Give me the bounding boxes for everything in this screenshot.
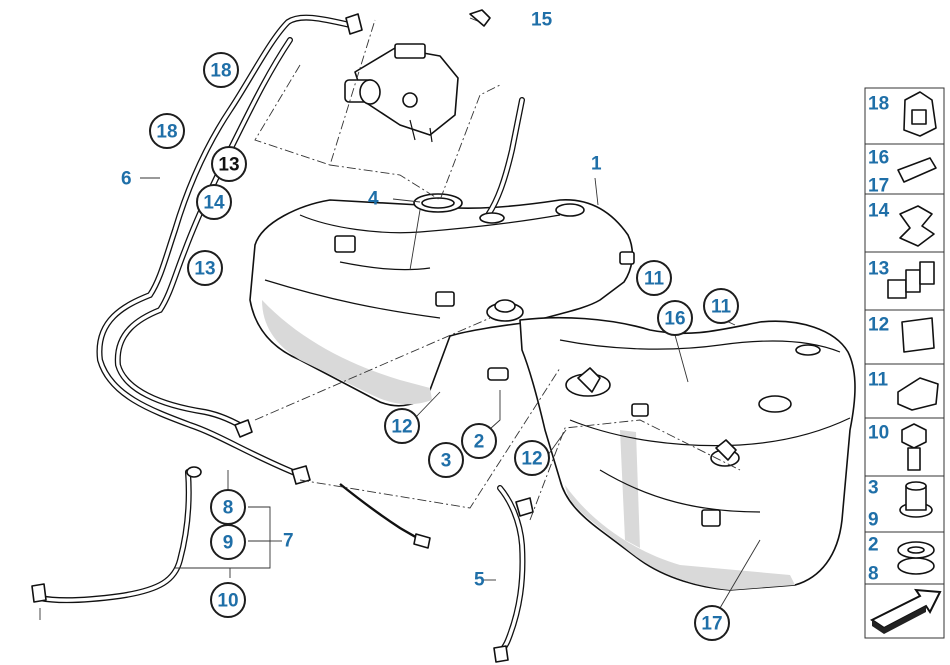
svg-text:10: 10 [868,423,889,444]
svg-text:14: 14 [868,201,890,222]
multi-clip-icon [887,261,935,299]
svg-text:17: 17 [701,614,722,635]
fuel-pump-unit [344,43,459,143]
callout-14: 14 [196,184,232,220]
svg-text:16: 16 [664,309,685,330]
legend-cell-11: 11 [864,363,945,419]
fuel-tank [249,97,856,591]
direction-arrow-icon [870,588,942,634]
bushing-icon [899,481,933,518]
svg-text:2: 2 [868,535,879,556]
hex-bolt-icon [901,423,927,471]
legend-cell-13: 13 [864,251,945,311]
svg-text:12: 12 [521,449,542,470]
svg-text:12: 12 [868,315,889,336]
callout-4: 4 [368,189,379,210]
svg-text:2: 2 [474,432,485,453]
callout-1: 1 [591,154,602,175]
svg-text:11: 11 [644,269,665,290]
callout-12a: 12 [384,408,420,444]
grommet-icon [897,541,935,575]
legend-cell-arrow [864,583,945,639]
svg-text:12: 12 [391,417,412,438]
callout-3: 3 [428,442,464,478]
legend-cell-10: 10 [864,417,945,477]
svg-text:11: 11 [868,370,889,391]
legend-cell-14: 14 [864,193,945,253]
svg-text:3: 3 [441,451,452,472]
svg-text:13: 13 [218,155,239,176]
svg-text:10: 10 [217,591,238,612]
callout-11a: 11 [636,260,672,296]
callout-16: 16 [657,300,693,336]
spring-clip-icon [899,205,935,247]
callout-2: 2 [461,423,497,459]
svg-text:11: 11 [711,297,732,318]
callout-5: 5 [474,570,485,591]
callout-13b: 13 [187,250,223,286]
callout-13a: 13 [211,146,247,182]
legend-panel: 18 16 17 14 13 [864,87,945,639]
legend-cell-16-17: 16 17 [864,143,945,197]
svg-text:9: 9 [868,510,879,531]
callout-15: 15 [531,10,553,31]
svg-text:18: 18 [210,61,231,82]
part-4-ring [413,193,463,213]
spacer-block-icon [897,377,939,411]
callout-10: 10 [210,582,246,618]
svg-text:18: 18 [868,94,889,115]
callouts: 18 18 13 14 13 11 11 16 [121,9,739,641]
callout-11b: 11 [703,288,739,324]
clip-icon-top [469,9,491,27]
legend-cell-12: 12 [864,309,945,365]
callout-8: 8 [210,489,246,525]
svg-text:8: 8 [868,564,879,585]
legend-cell-2-8: 2 8 [864,531,945,585]
legend-cell-18: 18 [864,87,945,145]
svg-text:18: 18 [156,122,177,143]
callout-18a: 18 [203,52,239,88]
callout-9: 9 [210,524,246,560]
callout-6: 6 [121,169,132,190]
svg-text:13: 13 [868,259,889,280]
callout-18b: 18 [149,113,185,149]
callout-12b: 12 [514,440,550,476]
svg-text:14: 14 [203,193,225,214]
fuel-lines [31,13,534,663]
svg-text:8: 8 [223,498,234,519]
callout-17: 17 [694,605,730,641]
pad-strip-icon [897,157,937,183]
svg-text:17: 17 [868,176,889,197]
legend-cell-3-9: 3 9 [864,475,945,533]
svg-text:3: 3 [868,478,879,499]
hose-clip-icon [903,91,937,137]
svg-text:13: 13 [194,259,215,280]
svg-text:9: 9 [223,533,234,554]
leader-lines [140,17,761,609]
square-nut-icon [901,317,935,353]
svg-text:16: 16 [868,148,889,169]
callout-7: 7 [283,531,294,552]
